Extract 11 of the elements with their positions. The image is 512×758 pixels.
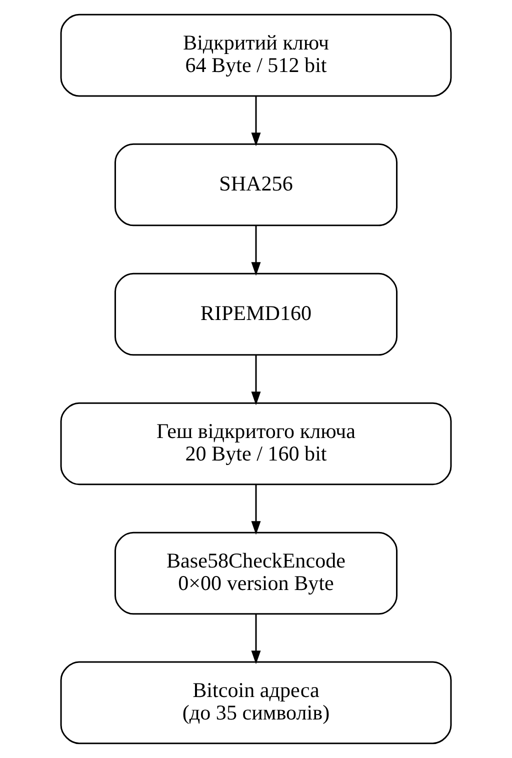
node-box: Відкритий ключ 64 Byte / 512 bit <box>60 14 452 97</box>
node-box: SHA256 <box>114 143 398 226</box>
node-box: Bitcoin адреса (до 35 символів) <box>60 661 452 744</box>
arrow <box>251 614 261 664</box>
arrow <box>251 355 261 406</box>
node-box: RIPEMD160 <box>114 272 398 356</box>
arrow <box>251 484 261 535</box>
arrow <box>251 96 261 146</box>
arrow <box>251 226 261 276</box>
node-box: Base58CheckEncode 0×00 version Byte <box>114 532 398 615</box>
node-box: Геш відкритого ключа 20 Byte / 160 bit <box>60 402 452 486</box>
